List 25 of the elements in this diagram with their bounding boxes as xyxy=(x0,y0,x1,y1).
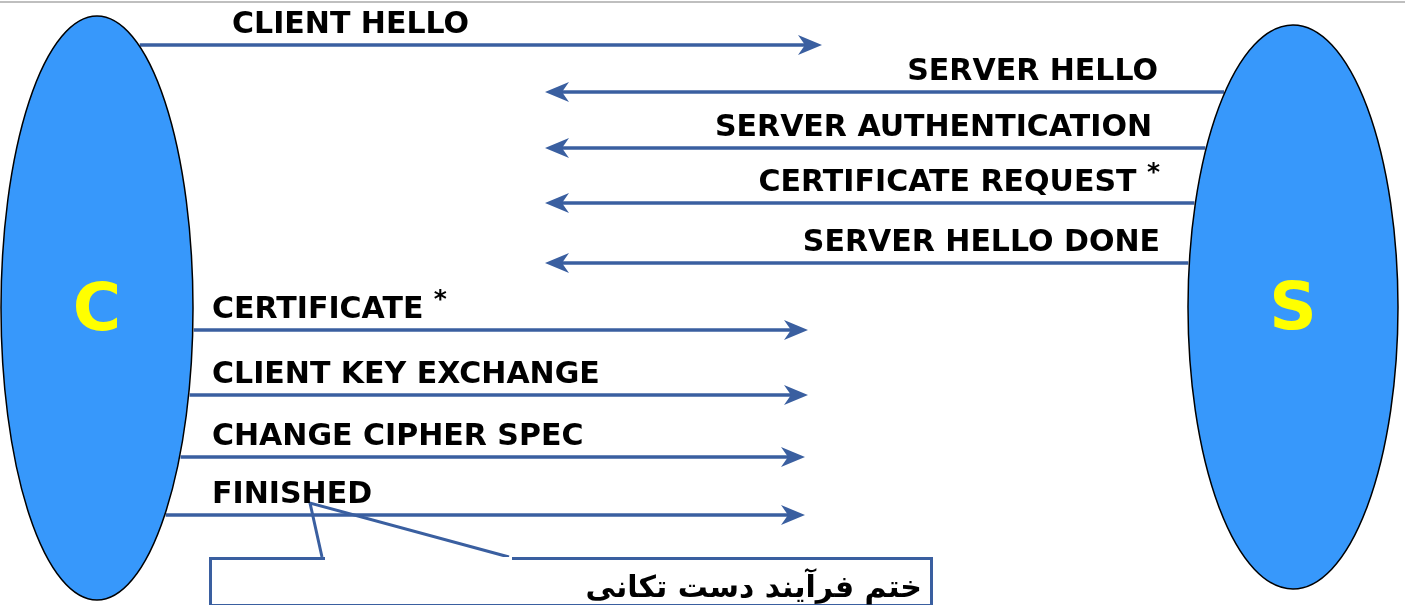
arrow xyxy=(545,138,1206,158)
edge-label: CLIENT HELLO xyxy=(232,8,470,38)
ellipse-node xyxy=(0,15,194,601)
node-letter: S xyxy=(1269,274,1317,340)
edge-label: CLIENT KEY EXCHANGE xyxy=(212,358,600,388)
edge-label: SERVER AUTHENTICATION xyxy=(714,111,1152,141)
edge-label: SERVER HELLO xyxy=(907,55,1158,85)
arrow xyxy=(545,253,1189,273)
node-letter: C xyxy=(72,275,122,341)
ellipse-node xyxy=(1187,24,1399,590)
edge-label: CERTIFICATE $^{*}$ xyxy=(212,286,447,323)
callout-box xyxy=(209,557,933,605)
arrow xyxy=(545,82,1225,102)
edge-label: FINISHED xyxy=(212,478,373,508)
edge-label: SERVER HELLO DONE xyxy=(802,226,1160,256)
callout-tail xyxy=(308,500,510,559)
arrow xyxy=(139,35,822,55)
arrow xyxy=(193,320,808,340)
edge-label: CHANGE CIPHER SPEC xyxy=(212,420,584,450)
arrow xyxy=(545,193,1195,213)
arrow xyxy=(180,447,805,467)
arrow xyxy=(165,505,805,525)
arrow xyxy=(189,385,808,405)
callout-text: ختم فرآیند دست تکانی xyxy=(585,570,922,603)
edge-label: CERTIFICATE REQUEST $^{*}$ xyxy=(758,159,1160,196)
